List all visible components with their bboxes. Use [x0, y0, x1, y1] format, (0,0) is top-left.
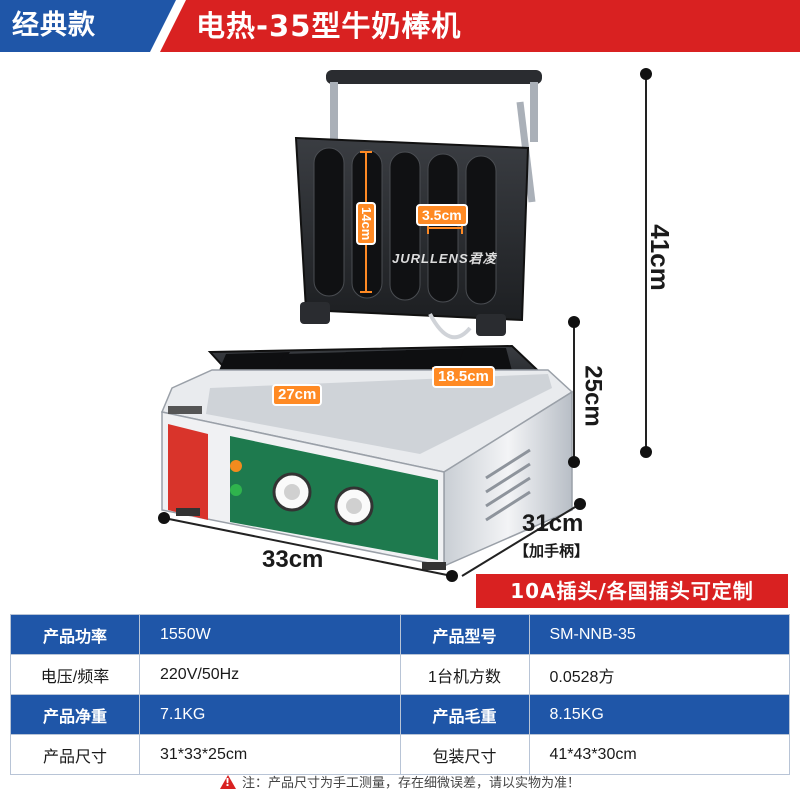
spec-label: 产品尺寸 [10, 734, 140, 775]
depth-label: 25cm [579, 365, 607, 427]
header-tag: 经典款 [12, 10, 96, 41]
machine-body [160, 369, 574, 570]
spec-value: 8.15KG [528, 694, 790, 735]
machine-drawing [158, 68, 652, 582]
spec-value: 1550W [139, 614, 401, 655]
footnote-text: 注：产品尺寸为手工测量，存在细微误差，请以实物为准！ [241, 776, 580, 791]
spec-label: 包装尺寸 [399, 734, 530, 775]
width-dimension-line [158, 512, 458, 582]
warning-triangle-icon [219, 775, 236, 789]
depth-dimension-line [568, 316, 580, 468]
spec-label: 产品净重 [10, 694, 140, 735]
brand-logo: JURLLENS君凌 [392, 251, 497, 266]
mold-width-label: 3.5cm [416, 204, 468, 226]
width-label: 33cm [262, 546, 324, 573]
handle-note: 【加手柄】 [514, 542, 590, 560]
upper-mold-plate [294, 136, 530, 340]
height-label: 41cm [644, 224, 675, 291]
spec-value: SM-NNB-35 [528, 614, 790, 655]
spec-value: 220V/50Hz [139, 654, 401, 695]
spec-label: 产品功率 [10, 614, 140, 655]
spec-value: 0.0528方 [528, 654, 790, 695]
spec-label: 产品毛重 [399, 694, 530, 735]
header-title-bg [160, 0, 800, 52]
spec-value: 7.1KG [139, 694, 401, 735]
mold-length-label: 14cm [356, 202, 376, 246]
header-background [0, 0, 800, 52]
plug-customization-banner: 10A插头/各国插头可定制 [476, 574, 788, 608]
header-title: 电热-35型牛奶棒机 [196, 9, 462, 43]
side-depth-dimension-line [461, 498, 586, 577]
spec-label: 1台机方数 [399, 654, 530, 695]
spec-value: 31*33*25cm [139, 734, 401, 775]
measurement-footnote: 注：产品尺寸为手工测量，存在细微误差，请以实物为准！ [0, 772, 800, 791]
height-dimension-line [640, 68, 652, 458]
spec-label: 产品型号 [399, 614, 530, 655]
depth-with-handle-label: 31cm [522, 510, 584, 537]
tray-length-label: 27cm [272, 384, 323, 406]
product-illustration: JURLLENS君凌 14cm 3.5cm 27cm 18.5cm 41cm 2… [0, 52, 800, 600]
spec-label: 电压/频率 [10, 654, 140, 695]
header-tag-bg [0, 0, 176, 52]
spec-value: 41*43*30cm [528, 734, 790, 775]
header-banner: 经典款 电热-35型牛奶棒机 [0, 0, 800, 52]
tray-width-label: 18.5cm [432, 366, 495, 388]
